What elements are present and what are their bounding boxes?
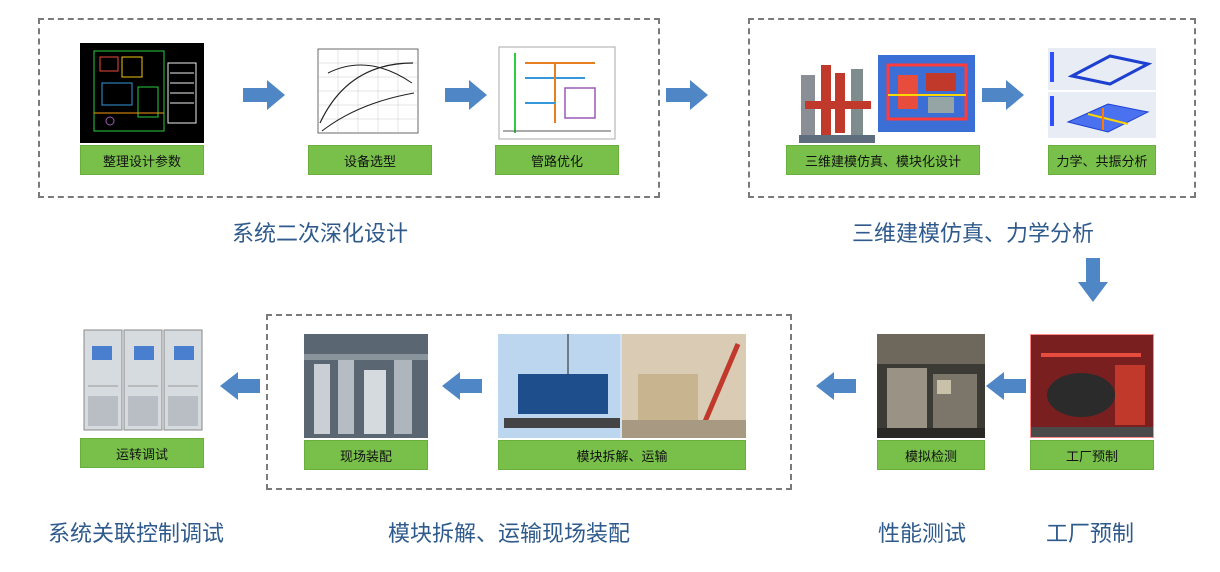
step-label-equipment-selection: 设备选型: [308, 145, 432, 175]
piping-layout-image: [495, 43, 619, 143]
arrow-right-icon: [666, 80, 708, 110]
fea-structure-image: [1048, 92, 1156, 138]
group-box-modeling: [748, 18, 1196, 198]
factory-prefab-image: [1030, 334, 1154, 438]
fea-frame-image: [1048, 48, 1156, 90]
arrow-left-icon: [220, 372, 260, 400]
section-title-assembly: 模块拆解、运输现场装配: [388, 522, 631, 547]
simulation-test-image: [877, 334, 985, 438]
site-assembly-image: [304, 334, 428, 438]
arrow-right-icon: [445, 80, 487, 110]
arrow-left-icon: [442, 372, 482, 400]
arrow-left-icon: [986, 372, 1026, 400]
section-title-modeling: 三维建模仿真、力学分析: [852, 222, 1095, 247]
step-label-disassembly-transport: 模块拆解、运输: [498, 440, 746, 470]
pump-curve-image: [308, 43, 430, 143]
group-box-assembly: [266, 314, 792, 490]
step-label-run-debug: 运转调试: [80, 438, 204, 468]
step-label-pipe-optimization: 管路优化: [495, 145, 619, 175]
3d-piping-model-image: [795, 55, 880, 147]
3d-module-model-image: [878, 55, 975, 132]
arrow-right-icon: [982, 80, 1024, 110]
step-label-mechanics-analysis: 力学、共振分析: [1048, 145, 1156, 175]
module-transport-image: [498, 334, 746, 438]
step-label-3d-modeling: 三维建模仿真、模块化设计: [786, 145, 980, 175]
step-label-simulation-test: 模拟检测: [877, 440, 985, 470]
section-title-prefab: 工厂预制: [1046, 522, 1135, 547]
arrow-down-icon: [1078, 258, 1108, 302]
control-cabinet-image: [80, 326, 204, 436]
section-title-performance: 性能测试: [878, 522, 967, 547]
step-label-organize-params: 整理设计参数: [80, 145, 204, 175]
cad-drawing-image: [80, 43, 204, 143]
section-title-control: 系统关联控制调试: [48, 522, 225, 547]
step-label-factory-prefab: 工厂预制: [1030, 440, 1154, 470]
group-box-design: [38, 18, 660, 198]
step-label-site-assembly: 现场装配: [304, 440, 428, 470]
arrow-right-icon: [243, 80, 285, 110]
section-title-design: 系统二次深化设计: [232, 222, 409, 247]
arrow-left-icon: [816, 372, 856, 400]
